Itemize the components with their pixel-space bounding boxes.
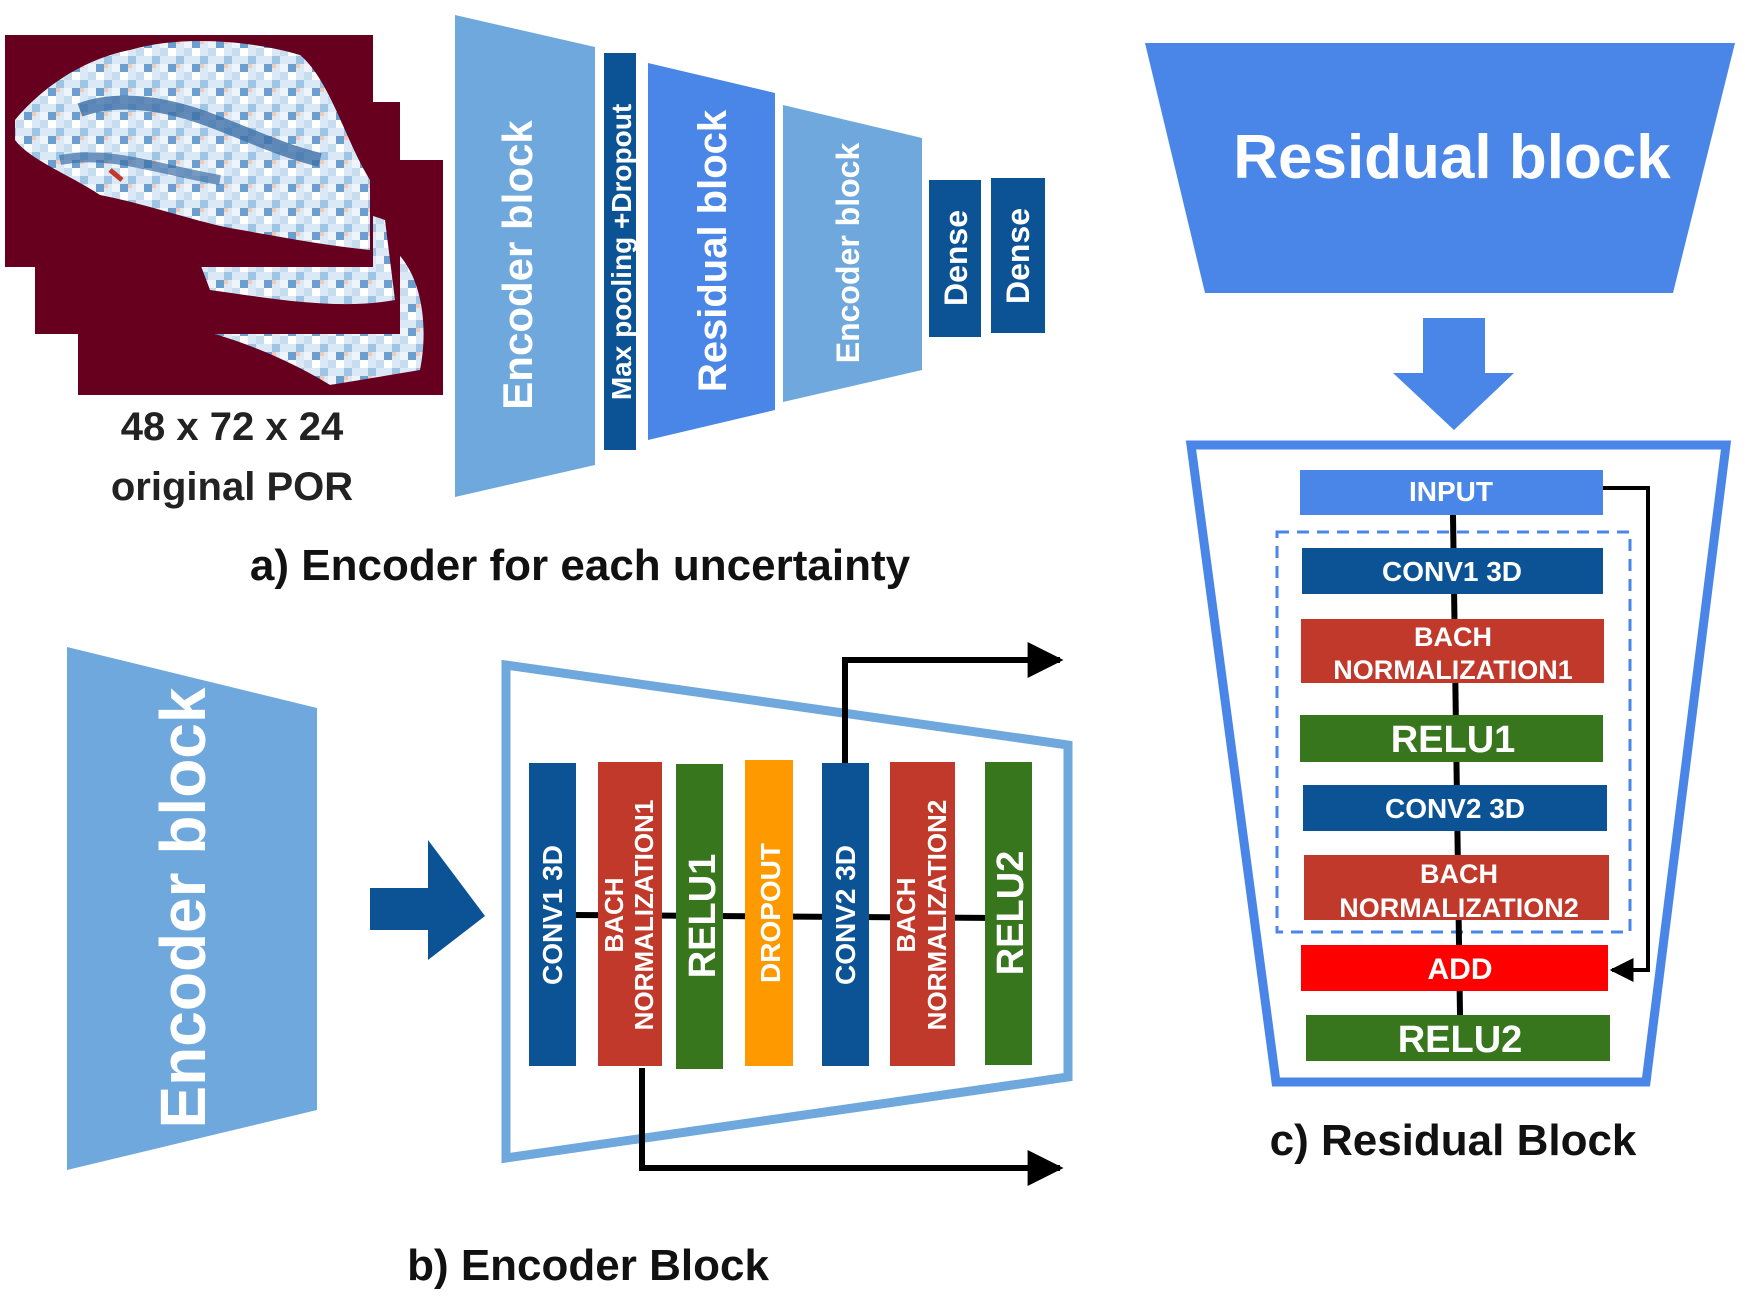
- panel-a-caption: a) Encoder for each uncertainty: [250, 541, 911, 590]
- layer-relu1-c: RELU1: [1300, 715, 1603, 762]
- layer-conv1-b: CONV1 3D: [529, 763, 576, 1066]
- layer-conv1-c-label: CONV1 3D: [1382, 556, 1522, 587]
- residual-block-a-label: Residual block: [691, 109, 735, 392]
- layer-bn2-b: BACH NORMALIZATION2: [890, 762, 955, 1066]
- residual-flow-line: [1450, 514, 1463, 1016]
- output-arrow-bottom: [639, 1068, 1064, 1186]
- dense-layer-1-label: Dense: [938, 210, 974, 306]
- residual-block-c-label: Residual block: [1233, 123, 1671, 192]
- layer-relu1-b-label: RELU1: [682, 854, 724, 979]
- expand-arrow-c-icon: [1393, 318, 1514, 430]
- panel-c-caption: c) Residual Block: [1270, 1116, 1637, 1165]
- panel-b-caption: b) Encoder Block: [407, 1241, 769, 1290]
- input-map-front: [5, 35, 373, 267]
- expand-arrow-b-icon: [370, 840, 485, 960]
- layer-relu1-b: RELU1: [676, 764, 724, 1069]
- residual-block-c: Residual block: [1145, 43, 1735, 293]
- residual-block-a: Residual block: [648, 63, 775, 440]
- output-arrow-top: [842, 642, 1064, 763]
- layer-bn2-c-line1: BACH: [1420, 859, 1498, 889]
- layer-input-c: INPUT: [1300, 470, 1603, 515]
- layer-bn1-c-line2: NORMALIZATION1: [1333, 655, 1572, 685]
- encoder-block-1-label: Encoder block: [494, 120, 541, 410]
- encoder-block-b-label: Encoder block: [147, 687, 219, 1128]
- layer-relu2-b-label: RELU2: [990, 851, 1032, 976]
- layer-bn2-c-line2: NORMALIZATION2: [1339, 893, 1578, 923]
- layer-bn1-c: BACH NORMALIZATION1: [1301, 619, 1604, 685]
- dense-layer-2-label: Dense: [1000, 208, 1036, 304]
- layer-bn2-b-line2: NORMALIZATION2: [922, 800, 952, 1031]
- layer-dropout-b: DROPOUT: [745, 760, 793, 1066]
- residual-block-c-outline: [1185, 440, 1732, 1087]
- input-name-label: original POR: [111, 465, 353, 509]
- layer-conv2-c: CONV2 3D: [1303, 785, 1607, 831]
- layer-conv2-c-label: CONV2 3D: [1385, 793, 1525, 824]
- encoder-block-2-label: Encoder block: [830, 143, 866, 364]
- layer-relu2-b: RELU2: [985, 762, 1032, 1065]
- layer-bn2-b-line1: BACH: [891, 877, 921, 952]
- layer-conv2-b-label: CONV2 3D: [830, 845, 861, 985]
- layer-relu2-c: RELU2: [1306, 1015, 1610, 1061]
- panel-c: Residual block INPUT CONV1 3D BACH NORMA…: [1145, 43, 1735, 1165]
- encoder-block-2: Encoder block: [783, 105, 922, 402]
- panel-a: 48 x 72 x 24 original POR Encoder block …: [5, 15, 1045, 590]
- skip-connection-arrow: [1603, 486, 1650, 982]
- layer-bn1-b: BACH NORMALIZATION1: [598, 762, 662, 1066]
- max-pooling-label: Max pooling +Dropout: [606, 104, 637, 400]
- layer-bn1-c-line1: BACH: [1414, 622, 1492, 652]
- layer-conv1-b-label: CONV1 3D: [537, 845, 568, 985]
- layer-relu1-c-label: RELU1: [1391, 719, 1516, 761]
- panel-b: Encoder block CONV1 3D BACH NORMALIZATIO…: [67, 642, 1073, 1290]
- layer-dropout-b-label: DROPOUT: [755, 843, 786, 983]
- layer-add-c-label: ADD: [1428, 953, 1493, 986]
- encoder-block-1: Encoder block: [455, 15, 595, 497]
- residual-inner-dashed-box: [1275, 530, 1632, 934]
- layer-bn2-c: BACH NORMALIZATION2: [1304, 855, 1609, 923]
- input-map-stack: [5, 35, 443, 395]
- dense-layer-2: Dense: [991, 178, 1045, 333]
- encoder-block-b-outline: [501, 659, 1073, 1164]
- layer-relu2-c-label: RELU2: [1398, 1019, 1523, 1061]
- input-dims-label: 48 x 72 x 24: [121, 405, 344, 449]
- layer-conv1-c: CONV1 3D: [1302, 548, 1603, 594]
- encoder-block-b: Encoder block: [67, 647, 317, 1170]
- layer-add-c: ADD: [1301, 945, 1608, 991]
- layer-bn1-b-line2: NORMALIZATION1: [629, 800, 659, 1031]
- max-pooling-layer: Max pooling +Dropout: [604, 53, 637, 450]
- layer-bn1-b-line1: BACH: [599, 877, 629, 952]
- layer-conv2-b: CONV2 3D: [822, 763, 869, 1066]
- layer-input-c-label: INPUT: [1409, 476, 1493, 507]
- dense-layer-1: Dense: [929, 180, 981, 337]
